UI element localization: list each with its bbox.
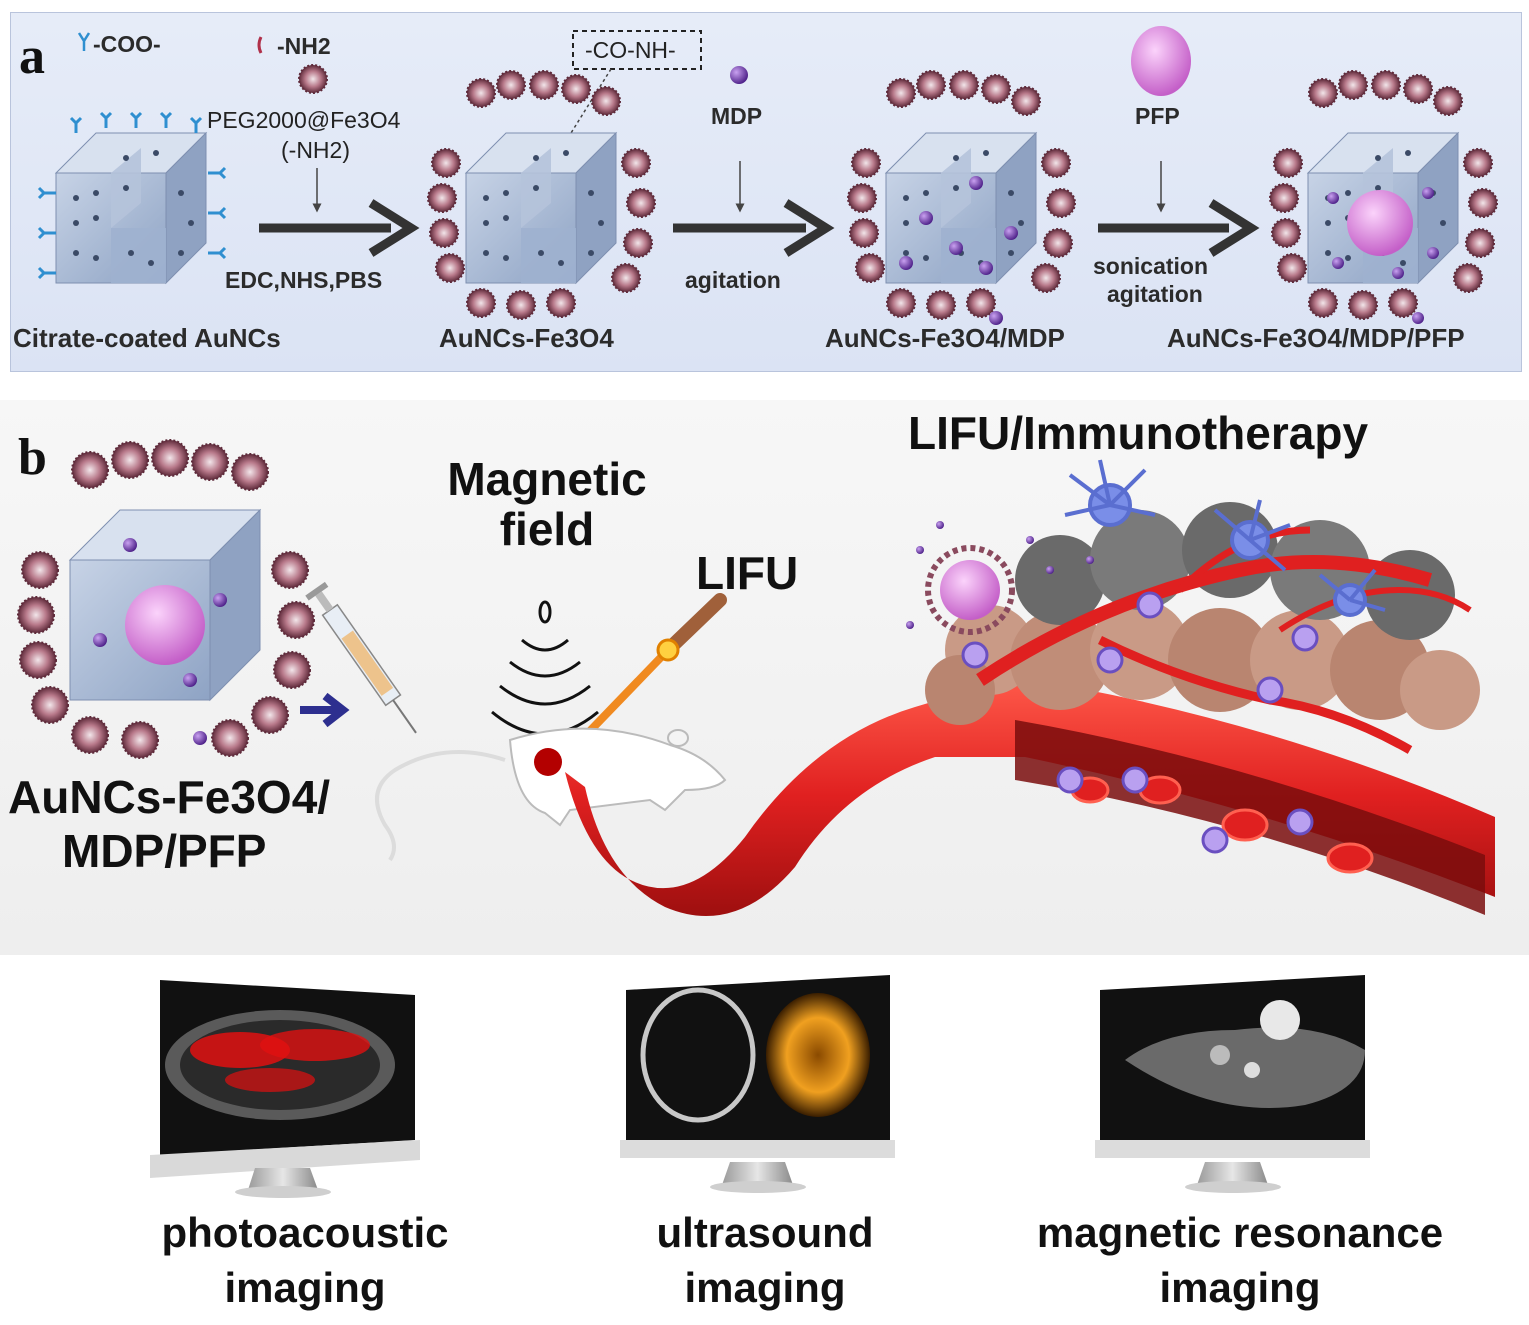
aunc-fe3o4-mdp-pfp-particle — [1269, 70, 1498, 324]
product1-label: Citrate-coated AuNCs — [13, 323, 281, 353]
nh2-legend-icon — [257, 36, 263, 54]
step1-label: EDC,NHS,PBS — [225, 267, 383, 293]
peg-sub-label: (-NH2) — [281, 137, 350, 163]
coo-legend-label: -COO- — [93, 31, 161, 57]
product2-label: AuNCs-Fe3O4 — [439, 323, 614, 353]
panel-a-synthesis: a -COO- -NH2 PEG2000@Fe3O4 (-NH2) -CO-NH… — [10, 12, 1522, 372]
ultrasound-caption-line2: imaging — [684, 1264, 846, 1311]
magnetic-field-label-1: Magnetic — [447, 453, 647, 505]
pfp-label: PFP — [1135, 103, 1180, 129]
therapy-label: LIFU/Immunotherapy — [908, 407, 1369, 459]
step3-label-2: agitation — [1107, 281, 1203, 307]
peg-label: PEG2000@Fe3O4 — [207, 107, 401, 133]
ultrasound-monitor — [620, 975, 895, 1193]
panel-b-letter: b — [18, 429, 47, 486]
magnetic-field-waves — [491, 600, 599, 736]
fe3o4-legend-icon — [298, 64, 328, 94]
product3-label: AuNCs-Fe3O4/MDP — [825, 323, 1065, 353]
amide-label: -CO-NH- — [585, 37, 676, 63]
magnetic-field-label-2: field — [499, 503, 595, 555]
photoacoustic-monitor — [150, 980, 420, 1198]
arrow-step-1 — [259, 168, 420, 257]
coo-legend-icon — [77, 32, 91, 51]
pfp-legend-icon — [1131, 26, 1191, 96]
nanoparticle-large — [17, 439, 315, 759]
synthesis-graphics — [37, 26, 1498, 325]
product4-label: AuNCs-Fe3O4/MDP/PFP — [1167, 323, 1465, 353]
photoacoustic-caption-line1: photoacoustic — [161, 1209, 449, 1256]
therapy-graphics — [17, 439, 1495, 916]
injection-arrow-icon — [300, 692, 350, 728]
lifu-label: LIFU — [696, 547, 799, 599]
nanoparticle-name-line2: MDP/PFP — [62, 825, 267, 877]
ultrasound-caption-line1: ultrasound — [656, 1209, 874, 1256]
amide-box — [572, 30, 702, 70]
step2-label: agitation — [685, 267, 781, 293]
mri-caption-line2: imaging — [1159, 1264, 1321, 1311]
nanoparticle-name-line1: AuNCs-Fe3O4/ — [8, 771, 331, 823]
mri-caption-line1: magnetic resonance — [1036, 1209, 1444, 1256]
syringe-icon — [305, 581, 417, 734]
mdp-label: MDP — [711, 103, 763, 129]
mri-monitor — [1095, 975, 1370, 1193]
citrate-coated-aunc — [37, 111, 227, 284]
mouse-icon — [375, 727, 727, 862]
arrow-step-3 — [1098, 161, 1260, 257]
aunc-fe3o4-mdp-particle — [847, 70, 1076, 325]
immune-cells — [1064, 459, 1386, 617]
panel-a-letter: a — [19, 28, 45, 85]
photoacoustic-caption-line2: imaging — [224, 1264, 386, 1311]
step3-label-1: sonication — [1093, 253, 1209, 279]
mdp-legend-icon — [730, 66, 748, 84]
arrow-step-2 — [673, 161, 835, 257]
panel-b-therapy: b AuNCs-Fe3O4/ MDP/PFP Magnetic field LI… — [0, 400, 1529, 955]
nanoparticle-at-tumor — [906, 521, 1319, 854]
aunc-fe3o4-particle — [427, 70, 656, 320]
nh2-legend-label: -NH2 — [277, 33, 331, 59]
